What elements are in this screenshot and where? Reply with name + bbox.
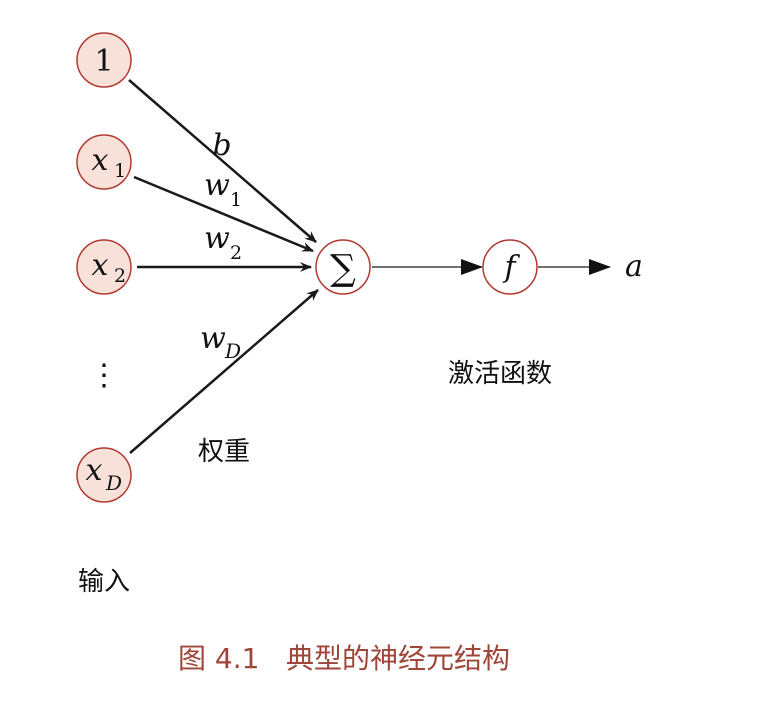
bias-label: 1 (94, 44, 113, 79)
node-bias: 1 (76, 32, 132, 88)
node-sum: ∑ (315, 239, 371, 295)
weight-w2: w (204, 221, 230, 256)
weight-b: b (212, 128, 231, 163)
weight-wD-sub: D (224, 339, 241, 363)
x1-label: x (92, 143, 109, 178)
x2-label: x (92, 248, 109, 283)
weights-label: 权重 (198, 437, 250, 467)
xD-subscript: D (105, 471, 122, 495)
x2-subscript: 2 (114, 265, 126, 287)
edge-xD (129, 289, 319, 454)
edge-bias (128, 79, 317, 243)
weight-wD: w (200, 321, 226, 356)
x1-subscript: 1 (114, 160, 126, 182)
node-xD: x D (76, 447, 132, 503)
weight-w1-sub: 1 (230, 189, 242, 211)
output-label: a (625, 249, 643, 284)
node-activation: f (482, 239, 538, 295)
xD-label: x (86, 453, 103, 488)
caption-text: 典型的神经元结构 (286, 642, 510, 675)
edge-x1 (133, 175, 314, 253)
input-label: 输入 (78, 567, 130, 597)
node-x1: x 1 (76, 134, 132, 190)
activation-label: 激活函数 (448, 359, 552, 389)
node-x2: x 2 (76, 239, 132, 295)
sum-label: ∑ (330, 248, 356, 289)
weight-w2-sub: 2 (230, 242, 242, 264)
caption-number: 图 4.1 (178, 642, 259, 675)
weight-w1: w (204, 168, 230, 203)
ellipsis: ⋮ (89, 358, 119, 393)
